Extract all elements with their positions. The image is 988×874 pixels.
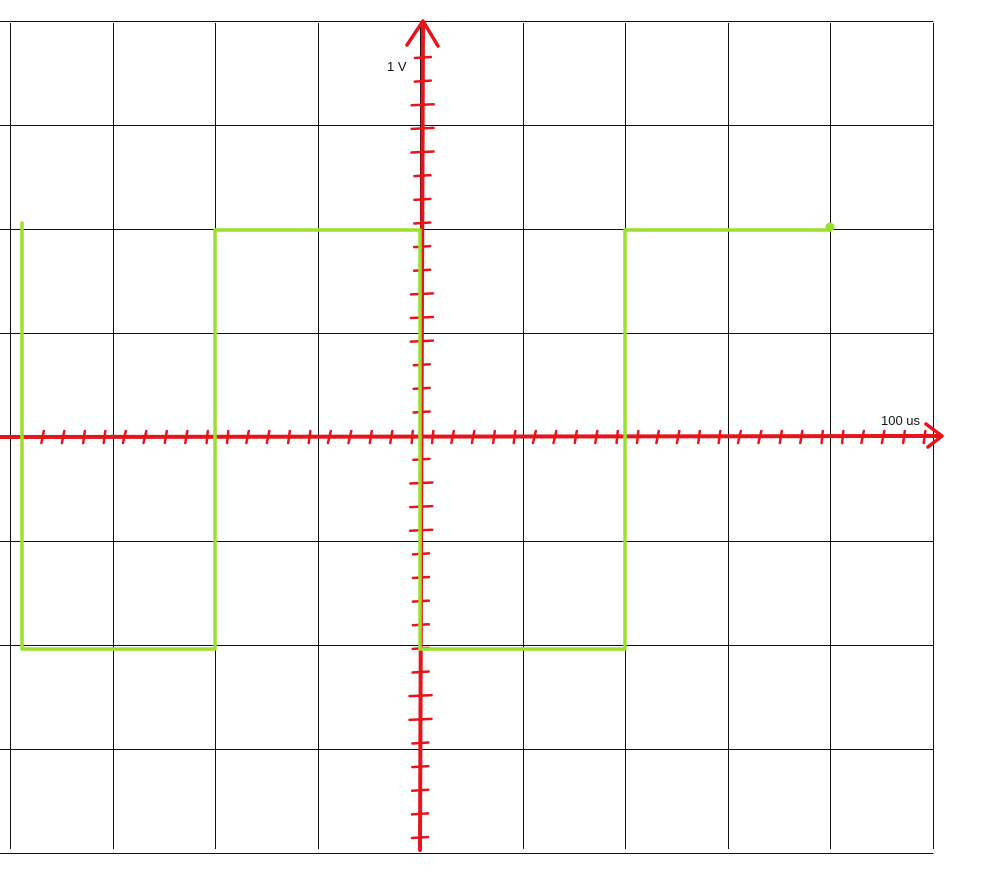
x-axis-tick	[326, 429, 333, 445]
x-axis-tick	[410, 429, 415, 445]
x-axis-tick	[205, 429, 210, 445]
x-axis-tick	[594, 429, 599, 445]
x-axis-tick	[922, 429, 927, 445]
x-axis-tick	[840, 429, 845, 445]
x-axis-tick	[142, 429, 148, 445]
x-axis-tick	[491, 429, 497, 445]
y-axis-tick	[412, 268, 432, 272]
x-axis-tick	[696, 429, 702, 445]
x-axis-tick	[347, 429, 353, 445]
x-axis-tick	[470, 429, 476, 445]
y-axis-tick	[410, 103, 435, 107]
signal-line	[20, 221, 832, 651]
y-axis-tick	[408, 693, 433, 698]
y-axis-tick	[413, 79, 433, 83]
signal-trace	[20, 221, 835, 651]
x-axis-tick	[184, 429, 189, 445]
x-axis-tick	[901, 429, 907, 445]
x-axis-tick	[245, 429, 251, 445]
x-axis-tick	[307, 429, 312, 445]
x-axis-tick	[635, 429, 640, 445]
axes	[0, 19, 944, 852]
y-axis-tick	[408, 717, 433, 722]
x-axis-tick	[286, 429, 292, 445]
x-axis-tick	[40, 429, 46, 445]
y-axis-tick	[410, 788, 430, 792]
x-axis-tick	[778, 429, 784, 445]
x-axis-arrowhead	[924, 422, 944, 449]
x-axis-tick	[820, 429, 825, 445]
y-axis-tick	[413, 197, 432, 202]
x-axis-tick	[880, 429, 886, 445]
y-axis-tick	[413, 173, 432, 178]
signal-end-point	[825, 222, 835, 232]
x-axis-tick	[368, 429, 374, 445]
y-axis-tick	[409, 292, 435, 296]
grid	[0, 21, 934, 854]
y-axis-tick	[411, 741, 430, 745]
x-axis-tick	[675, 429, 681, 445]
x-axis-tick	[860, 429, 866, 445]
y-axis-tick	[412, 244, 432, 249]
y-axis-tick	[410, 835, 430, 840]
x-axis-tick	[102, 429, 107, 445]
x-axis-tick	[60, 429, 66, 445]
x-axis-tick	[121, 429, 128, 445]
x-axis-tick	[531, 429, 538, 445]
x-axis-tick	[552, 429, 558, 445]
y-axis-tick	[410, 812, 430, 816]
x-axis-tick	[573, 429, 579, 445]
x-axis-line	[0, 434, 942, 439]
y-axis-tick	[411, 670, 430, 674]
x-axis-tick	[225, 429, 230, 445]
x-axis-tick	[450, 429, 456, 445]
y-axis-tick	[413, 221, 432, 225]
x-axis-tick	[389, 429, 394, 445]
x-axis-tick	[655, 429, 661, 445]
x-axis-tick	[615, 429, 620, 445]
y-axis-arrowhead	[405, 19, 440, 48]
y-axis-tick	[411, 764, 430, 769]
x-axis-tick	[736, 429, 743, 445]
x-axis-tick	[265, 429, 271, 445]
y-axis-tick	[412, 363, 432, 367]
x-axis-tick	[717, 429, 722, 445]
x-axis-tick	[430, 429, 435, 445]
x-axis-tick	[81, 429, 87, 445]
x-axis-tick	[512, 429, 517, 445]
y-axis-tick	[410, 126, 435, 131]
x-axis-tick	[757, 429, 763, 445]
y-axis-tick	[409, 315, 435, 320]
y-axis-tick	[410, 150, 435, 154]
x-axis-tick	[163, 429, 169, 445]
x-axis-unit-label: 100 us	[881, 413, 921, 428]
y-axis-tick	[409, 339, 435, 343]
y-axis-unit-label: 1 V	[387, 59, 407, 74]
x-axis-tick	[799, 429, 804, 445]
y-axis-tick	[413, 55, 433, 60]
